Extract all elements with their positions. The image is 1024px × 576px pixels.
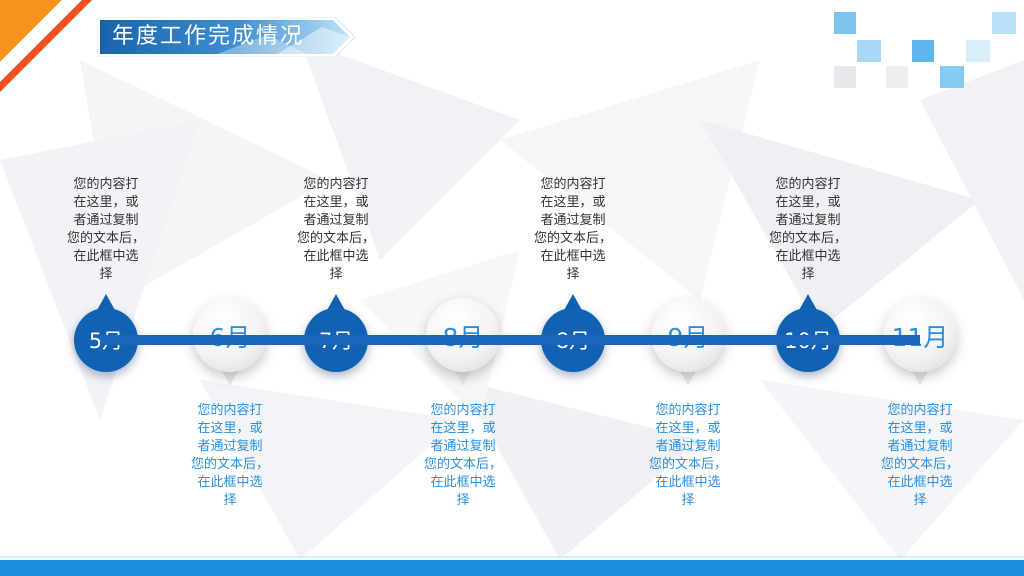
page-title: 年度工作完成情况 xyxy=(112,24,305,49)
milestone-description: 您的内容打 在这里，或 者通过复制 您的文本后， 在此框中选 择 xyxy=(880,403,959,508)
bottom-bar xyxy=(0,560,1024,576)
milestone-description: 您的内容打 在这里，或 者通过复制 您的文本后， 在此框中选 择 xyxy=(648,403,727,508)
milestone-pointer xyxy=(326,294,346,312)
milestone-pointer xyxy=(96,294,116,312)
milestone-pointer xyxy=(798,294,818,312)
timeline-line xyxy=(100,335,920,345)
milestone-description: 您的内容打 在这里，或 者通过复制 您的文本后， 在此框中选 择 xyxy=(66,177,145,282)
milestone-pointer xyxy=(563,294,583,312)
milestone-description: 您的内容打 在这里，或 者通过复制 您的文本后， 在此框中选 择 xyxy=(423,403,502,508)
milestone-description: 您的内容打 在这里，或 者通过复制 您的文本后， 在此框中选 择 xyxy=(533,177,612,282)
milestone-description: 您的内容打 在这里，或 者通过复制 您的文本后， 在此框中选 择 xyxy=(296,177,375,282)
milestone-description: 您的内容打 在这里，或 者通过复制 您的文本后， 在此框中选 择 xyxy=(768,177,847,282)
bottom-accent-line xyxy=(0,556,1024,558)
milestone-description: 您的内容打 在这里，或 者通过复制 您的文本后， 在此框中选 择 xyxy=(190,403,269,508)
title-banner xyxy=(97,17,355,57)
